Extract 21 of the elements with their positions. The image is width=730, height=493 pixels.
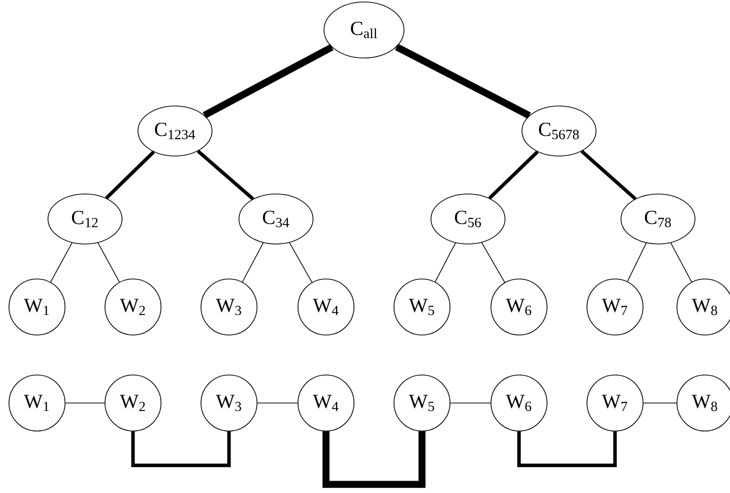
connector-line [105, 150, 155, 200]
connector-line [98, 242, 120, 282]
connector-line [257, 402, 298, 404]
connector-line [289, 242, 312, 283]
connector-line [242, 242, 264, 282]
connector-line [434, 242, 456, 282]
connector-line [488, 150, 539, 200]
connector-line [643, 402, 677, 404]
bracket-connector [131, 431, 231, 468]
connector-line [394, 44, 531, 119]
connector-line [670, 242, 692, 282]
connector-line [196, 150, 254, 200]
connector-line [50, 242, 72, 282]
bracket-connector [322, 431, 426, 488]
connector-line [65, 402, 105, 404]
connector-line [202, 44, 334, 118]
connector-line [580, 150, 636, 200]
connector-line [450, 402, 491, 404]
connector-line [481, 242, 506, 283]
connector-line [627, 242, 647, 282]
bracket-connector [517, 431, 617, 468]
